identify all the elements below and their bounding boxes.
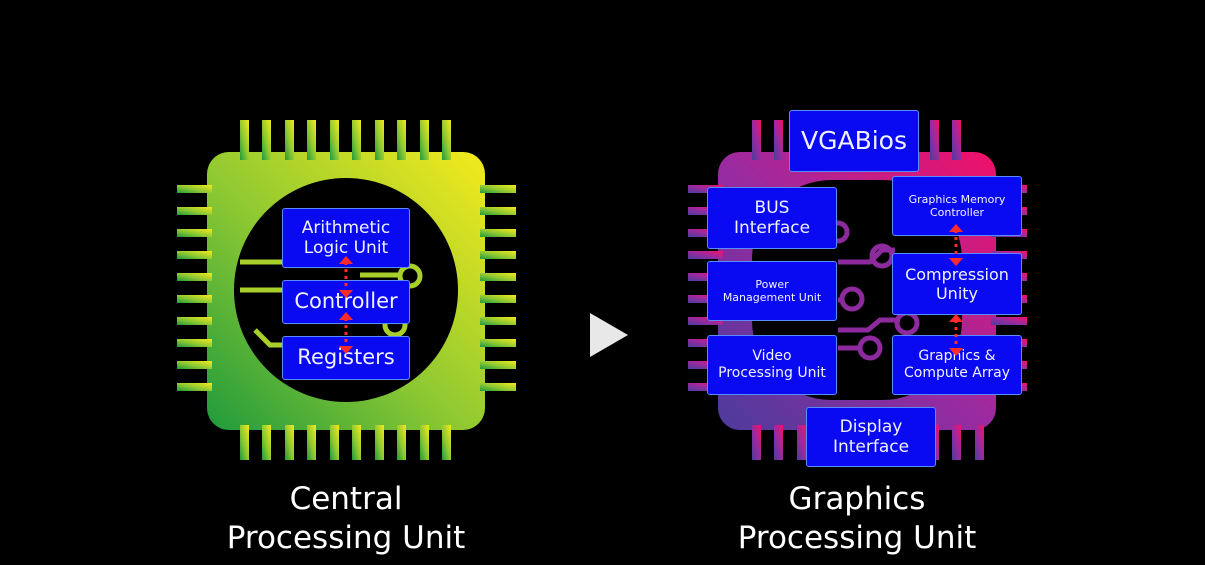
power-management-unit-block: Power Management Unit bbox=[707, 261, 837, 321]
gpu-arrow-compression-gca bbox=[949, 314, 963, 356]
gpu-arrow-gmc-compression bbox=[949, 224, 963, 266]
vgabios-block: VGABios bbox=[789, 110, 919, 172]
graphics-compute-array-block: Graphics & Compute Array bbox=[892, 335, 1022, 395]
gpu-caption: Graphics Processing Unit bbox=[737, 481, 977, 556]
bus-interface-block: BUS Interface bbox=[707, 187, 837, 249]
cpu-arrow-alu-controller bbox=[339, 256, 353, 298]
video-processing-unit-block: Video Processing Unit bbox=[707, 335, 837, 395]
display-interface-block: Display Interface bbox=[806, 407, 936, 467]
play-icon bbox=[590, 313, 628, 357]
cpu-arrow-controller-registers bbox=[339, 312, 353, 354]
cpu-caption: Central Processing Unit bbox=[226, 481, 466, 556]
controller-block: Controller bbox=[282, 280, 410, 324]
